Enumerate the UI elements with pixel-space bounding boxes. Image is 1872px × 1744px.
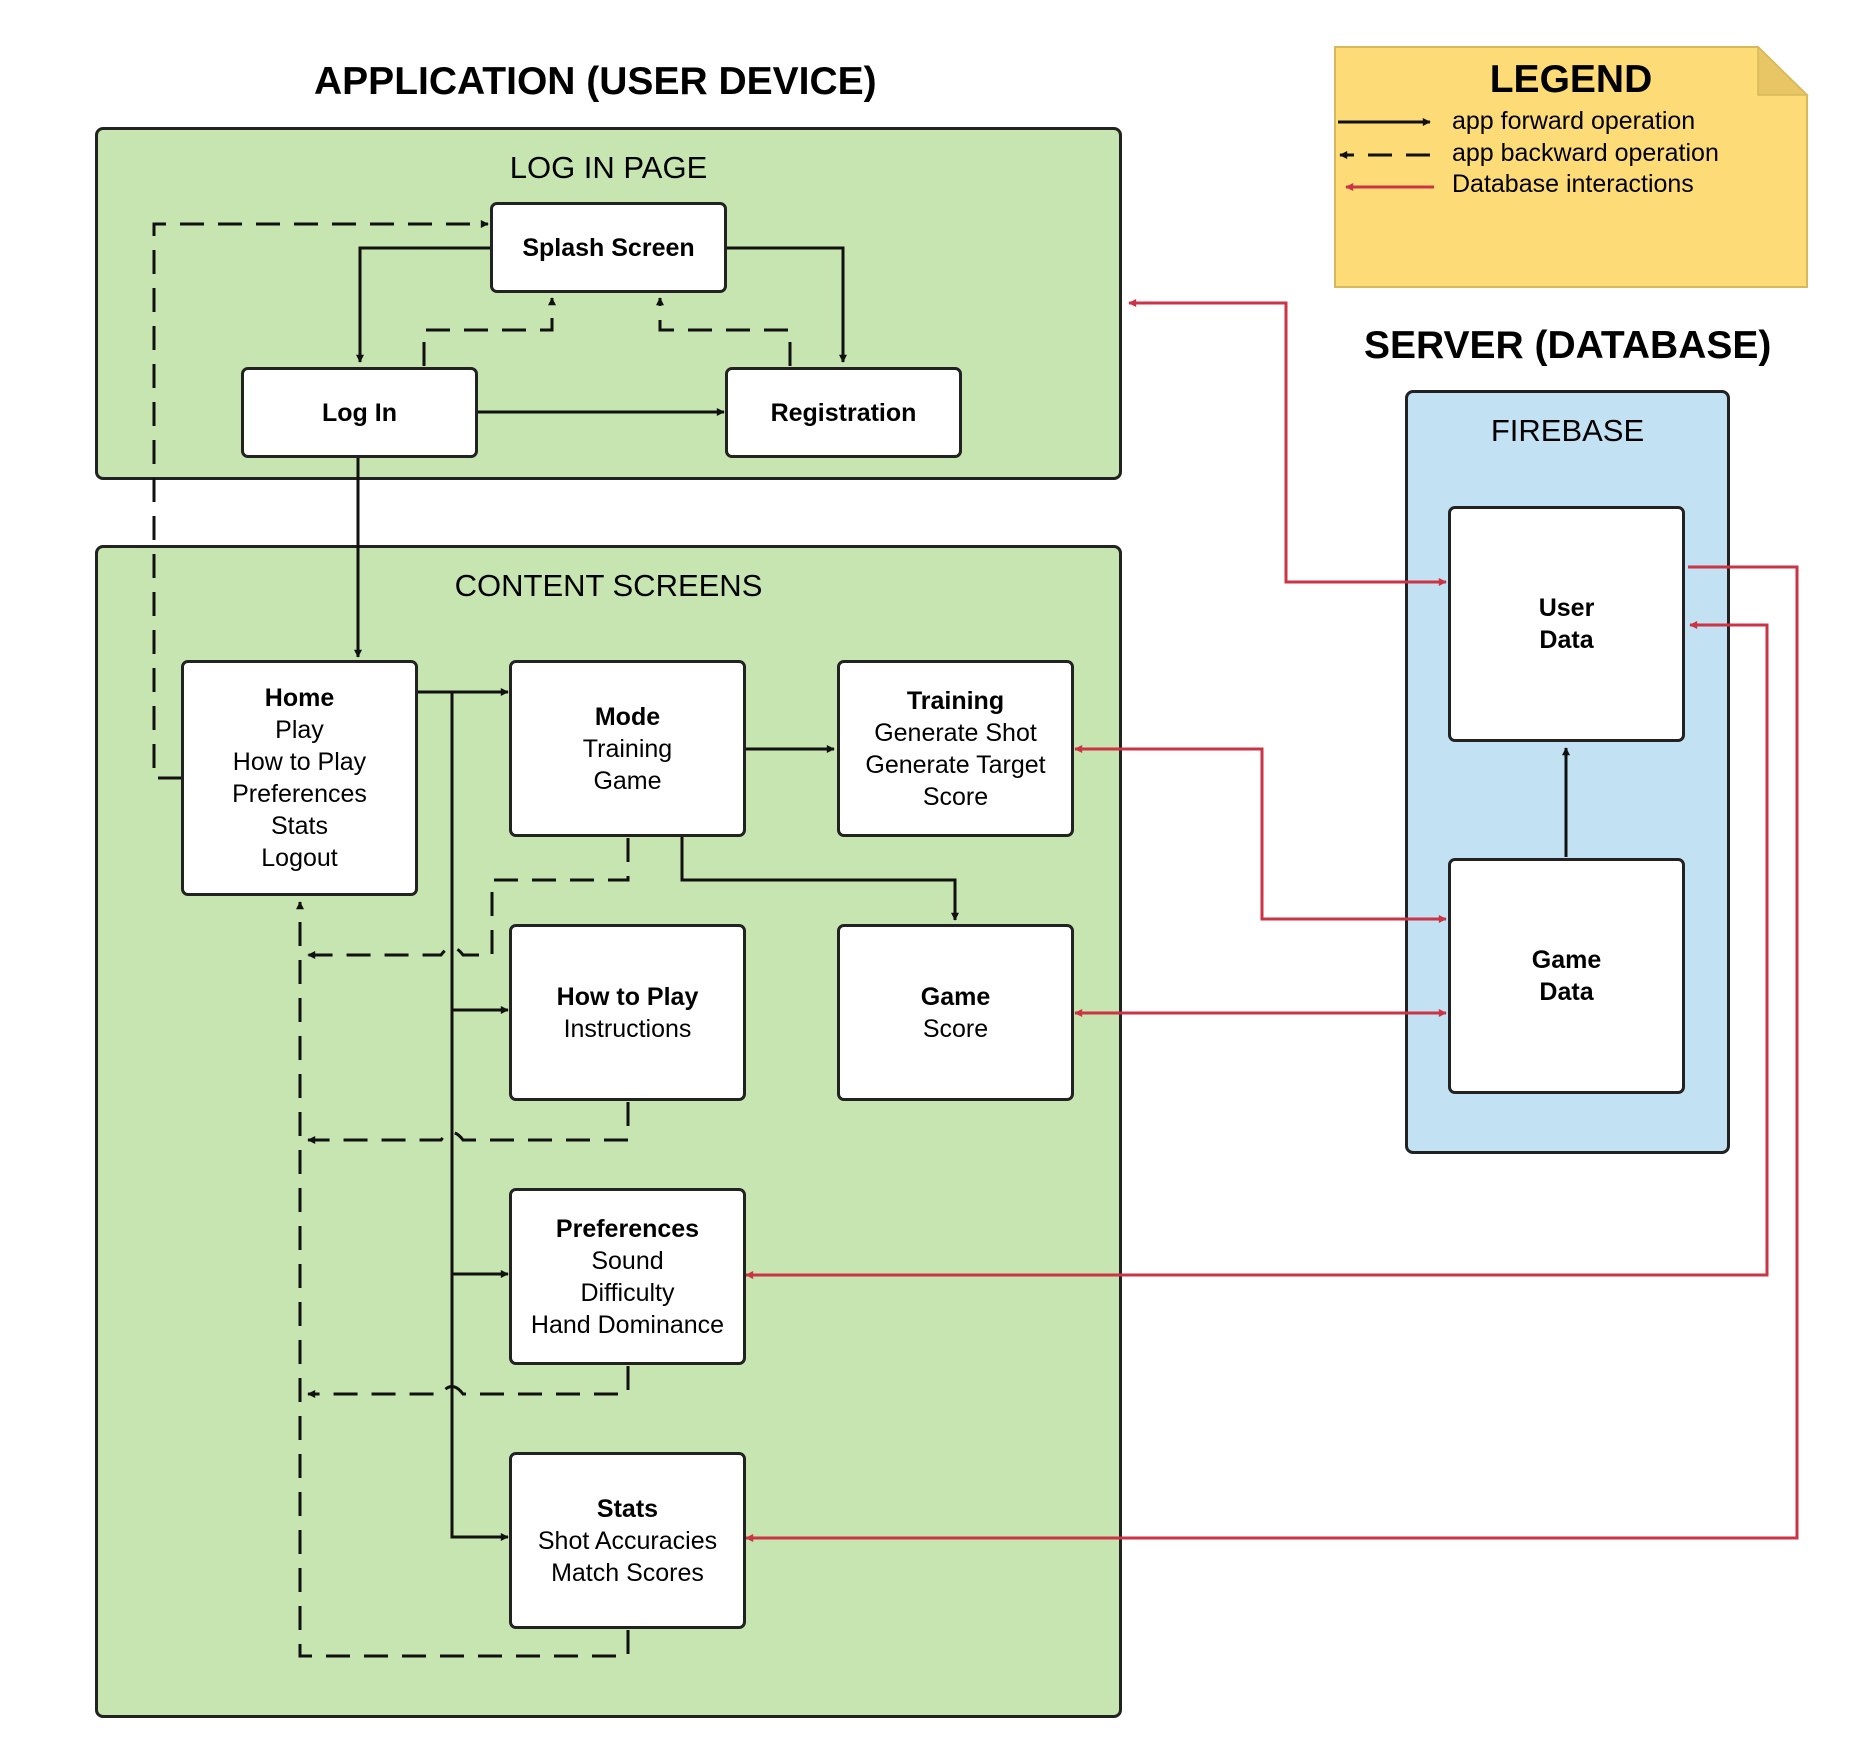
edge-userdata-preferences-db: [745, 621, 1769, 1279]
node-training-line-generate-shot: Generate Shot: [874, 718, 1037, 747]
edge-preferences-back-to-home: [307, 1366, 630, 1398]
node-training-line-score: Score: [922, 782, 989, 811]
edge-home-logout-to-splash: [152, 220, 489, 780]
edge-userdata-stats-db: [745, 565, 1799, 1542]
edge-stats-back-to-home: [296, 901, 630, 1658]
node-training: Training Generate Shot Generate Target S…: [837, 660, 1074, 837]
node-home-line-stats: Stats: [271, 812, 328, 840]
node-game-data: Game Data: [1448, 858, 1685, 1094]
legend-title: LEGEND: [1489, 58, 1653, 101]
node-mode-line-training: Training: [582, 734, 673, 763]
node-user-data: User Data: [1448, 506, 1685, 742]
node-game-data-line: Data: [1539, 978, 1594, 1006]
edge-gamedata-training-db: [1074, 745, 1447, 923]
edge-mode-back-to-home: [307, 838, 630, 959]
node-home-line-play: Play: [275, 716, 324, 744]
node-stats-line-shot-accuracies: Shot Accuracies: [537, 1526, 718, 1555]
node-how-to-play-title: How to Play: [556, 982, 699, 1011]
node-home-line-logout: Logout: [261, 844, 338, 872]
application-title: APPLICATION (USER DEVICE): [314, 60, 877, 103]
node-preferences-line-sound: Sound: [591, 1246, 664, 1275]
legend-backward-label: app backward operation: [1452, 139, 1719, 167]
node-game-line-score: Score: [922, 1014, 989, 1043]
node-user-data-title: User: [1538, 594, 1595, 622]
node-training-line-generate-target: Generate Target: [865, 750, 1046, 779]
node-stats: Stats Shot Accuracies Match Scores: [509, 1452, 746, 1629]
edge-login-back-to-splash: [422, 297, 556, 366]
node-mode-line-game: Game: [593, 766, 662, 795]
node-user-data-line: Data: [1539, 626, 1594, 654]
node-preferences-line-difficulty: Difficulty: [580, 1278, 675, 1307]
edge-registration-back-to-splash: [656, 297, 792, 366]
firebase-panel-title: FIREBASE: [1490, 413, 1645, 448]
edge-splash-to-login: [356, 246, 490, 363]
edge-userdata-loginpage-db: [1128, 299, 1447, 586]
legend-note: [1334, 45, 1809, 288]
node-home-title: Home: [264, 684, 335, 712]
node-preferences: Preferences Sound Difficulty Hand Domina…: [509, 1188, 746, 1365]
legend-database-label: Database interactions: [1452, 170, 1694, 198]
node-how-to-play: How to Play Instructions: [509, 924, 746, 1101]
node-log-in-title: Log In: [322, 398, 397, 427]
node-mode: Mode Training Game: [509, 660, 746, 837]
node-game-data-title: Game: [1531, 946, 1602, 974]
node-game: Game Score: [837, 924, 1074, 1101]
node-home: Home Play How to Play Preferences Stats …: [181, 660, 418, 896]
edge-splash-to-registration: [727, 246, 847, 363]
edge-home-trunk-to-stats: [450, 692, 509, 1541]
node-mode-title: Mode: [594, 702, 661, 731]
login-page-panel-title: LOG IN PAGE: [509, 150, 708, 185]
node-splash-screen: Splash Screen: [490, 202, 727, 293]
node-preferences-line-hand-dominance: Hand Dominance: [530, 1310, 725, 1339]
edge-mode-to-game: [680, 835, 959, 921]
node-splash-screen-title: Splash Screen: [522, 233, 695, 262]
node-registration-title: Registration: [770, 398, 917, 427]
edge-howto-back-to-home: [307, 1102, 630, 1144]
node-registration: Registration: [725, 367, 962, 458]
node-preferences-title: Preferences: [555, 1214, 700, 1243]
node-stats-line-match-scores: Match Scores: [551, 1558, 704, 1587]
legend-forward-label: app forward operation: [1452, 107, 1696, 135]
node-home-line-how-to-play: How to Play: [232, 748, 367, 776]
node-how-to-play-line-instructions: Instructions: [563, 1014, 692, 1043]
node-log-in: Log In: [241, 367, 478, 458]
content-screens-panel-title: CONTENT SCREENS: [454, 568, 763, 603]
node-training-title: Training: [906, 686, 1005, 715]
node-stats-title: Stats: [596, 1494, 659, 1523]
node-home-line-preferences: Preferences: [232, 780, 367, 808]
node-game-title: Game: [920, 982, 991, 1011]
